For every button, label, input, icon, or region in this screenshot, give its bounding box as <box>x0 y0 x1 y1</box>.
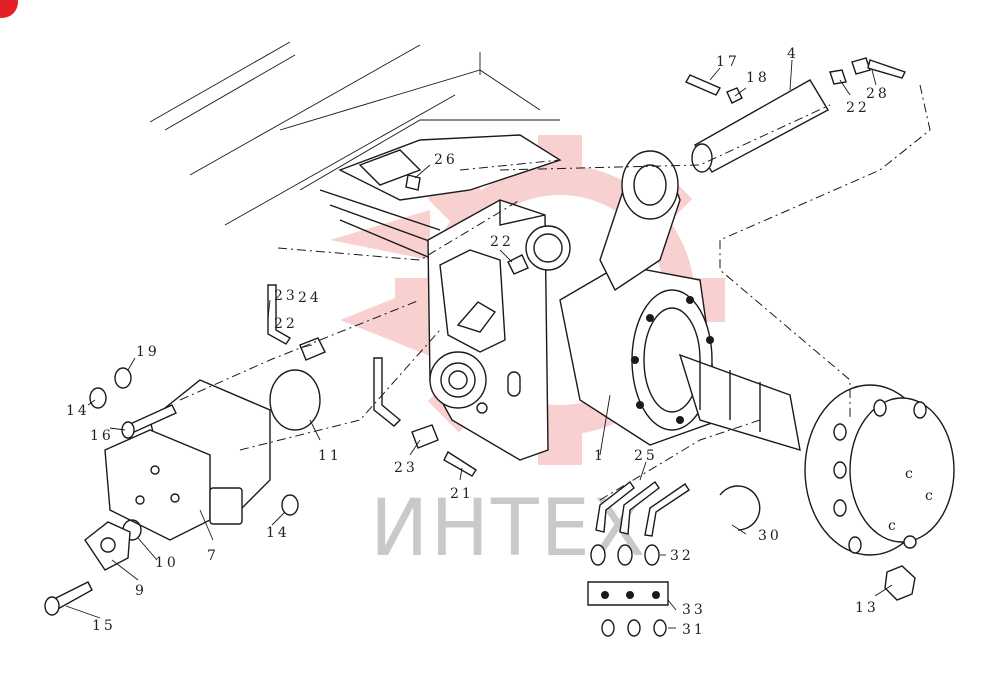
callout-labels: 1 4 7 9 10 11 13 14 14 15 16 17 18 19 21… <box>66 46 890 638</box>
corner-badge <box>0 0 18 18</box>
watermark-text: ИНТЕХ <box>370 484 647 574</box>
callout-14-left: 14 <box>66 403 90 419</box>
svg-text:c: c <box>888 518 896 534</box>
callout-26: 26 <box>434 152 458 168</box>
small-parts <box>44 57 906 637</box>
callout-10: 10 <box>155 555 179 571</box>
callout-17: 17 <box>716 54 740 70</box>
callout-32: 32 <box>670 548 694 564</box>
callout-24: 24 <box>298 290 322 306</box>
svg-text:c: c <box>925 488 933 504</box>
callout-25: 25 <box>634 448 658 464</box>
callout-13: 13 <box>855 600 879 616</box>
callout-22-mid: 22 <box>490 234 514 250</box>
callout-23-bottom: 23 <box>394 460 418 476</box>
callout-9: 9 <box>135 583 147 599</box>
frame-background <box>149 41 560 226</box>
callout-7: 7 <box>207 548 219 564</box>
callout-18: 18 <box>746 70 770 86</box>
svg-text:c: c <box>905 466 913 482</box>
callout-33: 33 <box>682 602 706 618</box>
callout-4: 4 <box>787 46 799 62</box>
callout-19: 19 <box>136 344 160 360</box>
callout-15: 15 <box>92 618 116 634</box>
callout-14-right: 14 <box>266 525 290 541</box>
callout-22-top: 22 <box>846 100 870 116</box>
callout-28: 28 <box>866 86 890 102</box>
callout-30: 30 <box>758 528 782 544</box>
callout-11: 11 <box>318 448 342 464</box>
callout-21: 21 <box>450 486 474 502</box>
axle-housing <box>559 150 801 451</box>
callout-leaders <box>65 59 893 629</box>
callout-1: 1 <box>594 448 606 464</box>
callout-22-left: 22 <box>274 316 298 332</box>
callout-16: 16 <box>90 428 114 444</box>
callout-31: 31 <box>682 622 706 638</box>
wheel-hub: c c c <box>804 384 955 601</box>
hydraulic-motor <box>104 379 271 541</box>
callout-23-left: 23 <box>274 288 298 304</box>
hose-routes <box>179 84 931 501</box>
